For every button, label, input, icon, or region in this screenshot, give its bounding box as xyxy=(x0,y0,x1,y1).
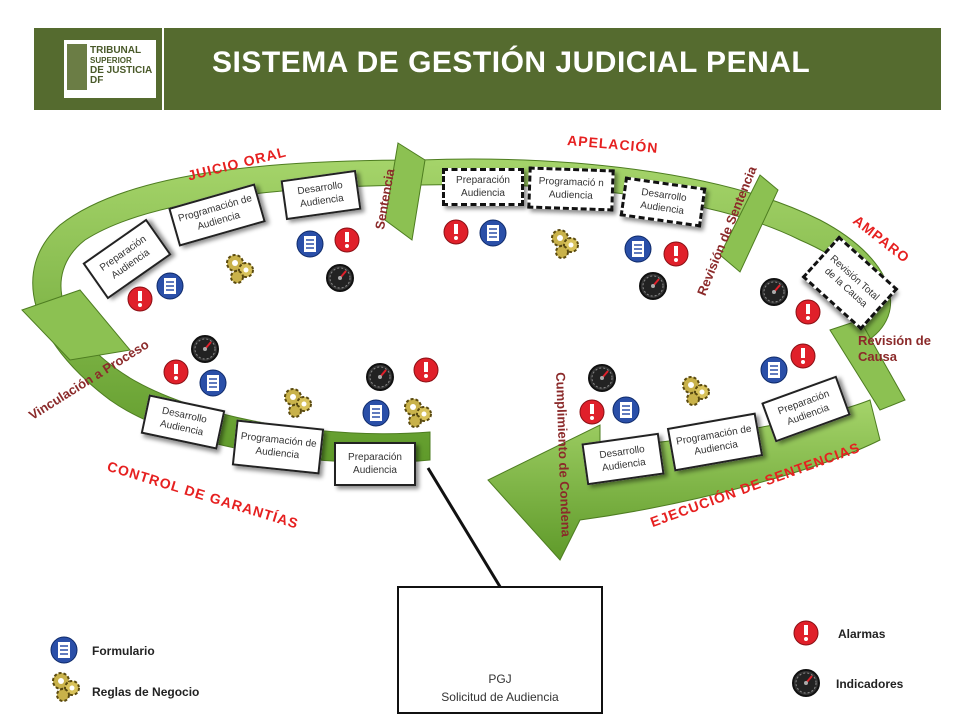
form-icon xyxy=(760,356,788,384)
header-divider xyxy=(162,28,164,110)
cg-preparacion-box: Preparación Audiencia xyxy=(334,442,416,486)
gauge-icon xyxy=(366,363,394,391)
pgj-subtitle: Solicitud de Audiencia xyxy=(441,690,559,704)
pgj-box: PGJ Solicitud de Audiencia xyxy=(397,586,603,714)
legend-formulario: Formulario xyxy=(92,644,155,658)
gears-icon xyxy=(284,388,312,418)
form-icon xyxy=(199,369,227,397)
legend-gauge-icon xyxy=(792,669,820,697)
alarm-icon xyxy=(127,286,153,312)
alarm-icon xyxy=(579,399,605,425)
stage-revision-causa: Revisión de Causa xyxy=(858,333,931,364)
gauge-icon xyxy=(588,364,616,392)
gears-icon xyxy=(682,376,710,406)
form-icon xyxy=(612,396,640,424)
page-title: SISTEMA DE GESTIÓN JUDICIAL PENAL xyxy=(212,46,811,79)
legend-form-icon xyxy=(50,636,78,664)
alarm-icon xyxy=(795,299,821,325)
form-icon xyxy=(296,230,324,258)
chevron-sentencia xyxy=(384,142,426,241)
legend-reglas: Reglas de Negocio xyxy=(92,685,200,699)
alarm-icon xyxy=(334,227,360,253)
pgj-connector xyxy=(426,467,504,591)
logo-emblem xyxy=(67,44,87,90)
gauge-icon xyxy=(191,335,219,363)
legend-alarmas: Alarmas xyxy=(838,627,886,641)
form-icon xyxy=(362,399,390,427)
form-icon xyxy=(624,235,652,263)
chevron-vinculacion xyxy=(21,289,131,361)
tribunal-logo: TRIBUNAL SUPERIOR DE JUSTICIA DF xyxy=(64,40,156,98)
form-icon xyxy=(156,272,184,300)
gears-icon xyxy=(404,398,432,428)
alarm-icon xyxy=(163,359,189,385)
chevron-revision-sentencia xyxy=(719,174,779,273)
alarm-icon xyxy=(790,343,816,369)
gauge-icon xyxy=(639,272,667,300)
form-icon xyxy=(479,219,507,247)
gears-icon xyxy=(551,229,579,259)
gauge-icon xyxy=(326,264,354,292)
legend-gears-icon xyxy=(52,672,80,702)
alarm-icon xyxy=(663,241,689,267)
gears-icon xyxy=(226,254,254,284)
header-bar: TRIBUNAL SUPERIOR DE JUSTICIA DF SISTEMA… xyxy=(34,28,941,110)
legend-alarm-icon xyxy=(793,620,819,646)
revision-causa-arrow xyxy=(829,319,906,411)
alarm-icon xyxy=(443,219,469,245)
ap-preparacion-box: Preparación Audiencia xyxy=(442,168,524,206)
alarm-icon xyxy=(413,357,439,383)
logo-text: TRIBUNAL SUPERIOR DE JUSTICIA DF xyxy=(90,45,153,86)
pgj-title: PGJ xyxy=(488,672,512,686)
gauge-icon xyxy=(760,278,788,306)
legend-indicadores: Indicadores xyxy=(836,677,904,691)
